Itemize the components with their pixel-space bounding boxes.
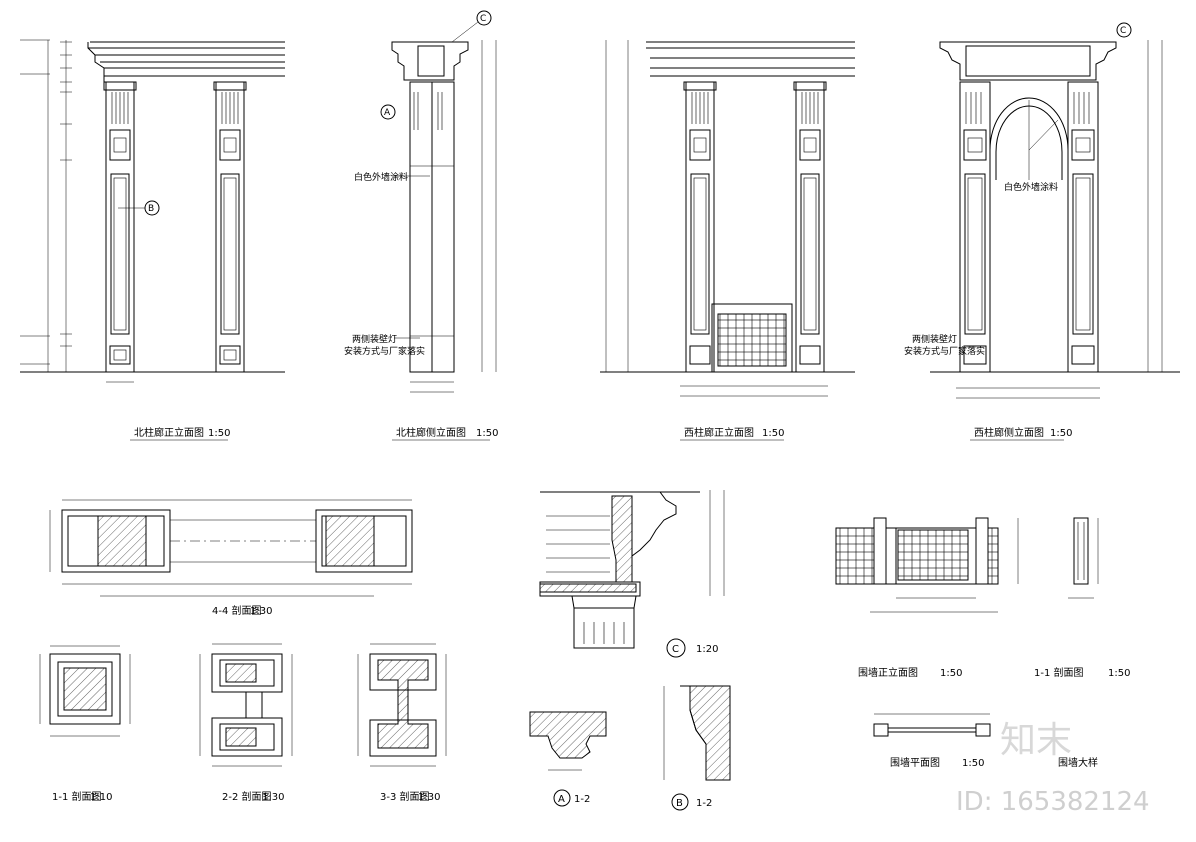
scale-north-side: 1:50 xyxy=(476,428,498,439)
detail-marker-c-side: C xyxy=(480,14,486,24)
watermark-id: ID: 165382124 xyxy=(956,787,1150,817)
note-lamp-a: 两侧装壁灯 xyxy=(352,333,397,345)
detail-c-cornice: C 1:20 xyxy=(539,490,725,658)
scale-wall-plan: 1:50 xyxy=(962,758,984,769)
title-west-front: 西柱廊正立面图 xyxy=(684,426,754,439)
wall-section-1-1: 1-1 剖面图 1:50 xyxy=(1034,517,1130,679)
west-front-elevation: 西柱廊正立面图 1:50 xyxy=(600,40,855,441)
detail-marker-a: A xyxy=(384,108,391,118)
scale-west-front: 1:50 xyxy=(762,428,784,439)
detail-c-label: C xyxy=(672,644,679,655)
section-2-2: 2-2 剖面图 1:30 xyxy=(199,643,293,803)
watermark: 知末 ID: 165382124 xyxy=(956,720,1150,817)
detail-marker-c-west: C xyxy=(1120,26,1126,36)
wall-front-elevation: 围墙正立面图 1:50 xyxy=(835,517,1019,679)
title-section-4-4: 4-4 剖面图 xyxy=(212,604,262,617)
detail-c-scale: 1:20 xyxy=(696,644,718,655)
scale-section-2-2: 1:30 xyxy=(262,792,284,803)
detail-a-scale: 1-2 xyxy=(574,794,590,805)
detail-a: A 1-2 xyxy=(529,711,607,807)
title-north-front: 北柱廊正立面图 xyxy=(134,426,204,439)
detail-b-label: B xyxy=(676,798,683,809)
west-side-elevation: C 白色外墙涂料 两侧装壁灯 安装方式与厂家落实 西柱廊侧立面图 1:50 xyxy=(904,22,1180,441)
section-3-3: 3-3 剖面图 1:30 xyxy=(357,643,447,803)
scale-section-3-3: 1:30 xyxy=(418,792,440,803)
north-front-elevation: B 北柱廊正立面图 1:50 xyxy=(20,39,285,441)
note-white-stone: 白色外墙涂料 xyxy=(354,171,408,183)
title-wall-front: 围墙正立面图 xyxy=(858,666,918,679)
title-section-1-1: 1-1 剖面图 xyxy=(52,790,102,803)
scale-wall-front: 1:50 xyxy=(940,668,962,679)
detail-a-label: A xyxy=(558,794,565,805)
note-lamp-b-west: 安装方式与厂家落实 xyxy=(904,345,985,357)
note-lamp-a-west: 两侧装壁灯 xyxy=(912,333,957,345)
scale-wall-section: 1:50 xyxy=(1108,668,1130,679)
scale-north-front: 1:50 xyxy=(208,428,230,439)
wall-plan: 围墙平面图 1:50 围墙大样 xyxy=(873,713,1098,769)
scale-section-4-4: 1:30 xyxy=(250,606,272,617)
section-1-1: 1-1 剖面图 1:10 xyxy=(39,645,131,803)
detail-b-scale: 1-2 xyxy=(696,798,712,809)
section-4-4: 4-4 剖面图 1:30 xyxy=(49,499,413,617)
north-side-elevation: C A 白色外墙涂料 两侧装壁灯 安装方式与厂家落实 北柱廊侧立面图 1:50 xyxy=(344,10,498,441)
title-wall-plan: 围墙平面图 xyxy=(890,756,940,769)
detail-marker-b: B xyxy=(148,204,154,214)
scale-section-1-1: 1:10 xyxy=(90,792,112,803)
title-section-3-3: 3-3 剖面图 xyxy=(380,790,430,803)
note-lamp-b: 安装方式与厂家落实 xyxy=(344,345,425,357)
title-north-side: 北柱廊侧立面图 xyxy=(396,426,466,439)
title-west-side: 西柱廊侧立面图 xyxy=(974,426,1044,439)
note-arch-paint: 白色外墙涂料 xyxy=(1004,181,1058,193)
title-section-2-2: 2-2 剖面图 xyxy=(222,790,272,803)
watermark-brand: 知末 xyxy=(1000,720,1072,761)
scale-west-side: 1:50 xyxy=(1050,428,1072,439)
detail-b: B 1-2 xyxy=(663,685,731,811)
title-wall-section: 1-1 剖面图 xyxy=(1034,666,1084,679)
title-wall-sample: 围墙大样 xyxy=(1058,756,1098,769)
